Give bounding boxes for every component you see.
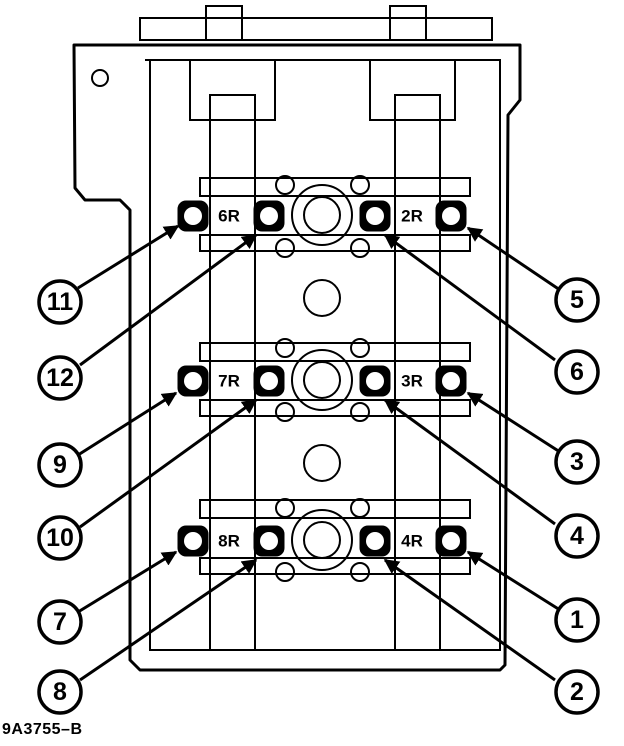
svg-text:4: 4: [570, 522, 584, 550]
svg-text:11: 11: [47, 288, 74, 316]
svg-text:9: 9: [53, 451, 67, 479]
cap-label: 3R: [401, 372, 423, 391]
head-bolt-2: [359, 525, 391, 557]
head-bolts: [177, 200, 467, 557]
small-bolts: [275, 175, 370, 582]
bearing-cap-bars: [199, 177, 471, 575]
camshaft-right: [369, 59, 456, 651]
svg-text:12: 12: [46, 364, 74, 392]
callout-9: 9: [37, 442, 83, 488]
callout-2: 2: [554, 669, 600, 715]
cap-label: 6R: [218, 207, 240, 226]
cap-label: 7R: [218, 372, 240, 391]
callout-10: 10: [37, 515, 83, 561]
callout-6: 6: [554, 349, 600, 395]
svg-text:2: 2: [570, 678, 584, 706]
head-bolt-5: [435, 200, 467, 232]
cap-label: 8R: [218, 532, 240, 551]
callout-7: 7: [37, 599, 83, 645]
callout-3: 3: [554, 439, 600, 485]
svg-text:6: 6: [570, 358, 584, 386]
cap-labels: 6R 2R 7R 3R 8R 4R: [218, 207, 423, 551]
callout-8: 8: [37, 669, 83, 715]
svg-text:5: 5: [570, 286, 584, 314]
head-bolt-12: [253, 200, 285, 232]
cap-label: 2R: [401, 207, 423, 226]
head-bolt-4: [359, 365, 391, 397]
callout-12: 12: [37, 355, 83, 401]
svg-text:8: 8: [53, 678, 67, 706]
svg-text:1: 1: [570, 606, 584, 634]
head-bolt-8: [253, 525, 285, 557]
head-bolt-9: [177, 365, 209, 397]
svg-text:7: 7: [53, 608, 67, 636]
dowel-hole: [91, 69, 109, 87]
head-bolt-3: [435, 365, 467, 397]
svg-text:10: 10: [46, 524, 74, 552]
head-bolt-10: [253, 365, 285, 397]
cylinder-head-outline: [72, 43, 522, 672]
callout-11: 11: [37, 279, 83, 325]
cap-label: 4R: [401, 532, 423, 551]
head-bolt-7: [177, 525, 209, 557]
svg-text:3: 3: [570, 448, 584, 476]
figure-id: 9A3755–B: [2, 721, 83, 738]
spark-plug-bores: [291, 184, 353, 571]
callout-5: 5: [554, 277, 600, 323]
callout-4: 4: [554, 513, 600, 559]
head-bolt-11: [177, 200, 209, 232]
callout-1: 1: [554, 597, 600, 643]
timing-sprockets: [139, 5, 493, 41]
callouts: 11 12 5 6 9 10 3 4 7 8 1 2: [37, 277, 600, 715]
camshaft-left: [189, 59, 276, 651]
leader-lines: [77, 224, 561, 682]
head-bolt-6: [359, 200, 391, 232]
head-bolt-1: [435, 525, 467, 557]
